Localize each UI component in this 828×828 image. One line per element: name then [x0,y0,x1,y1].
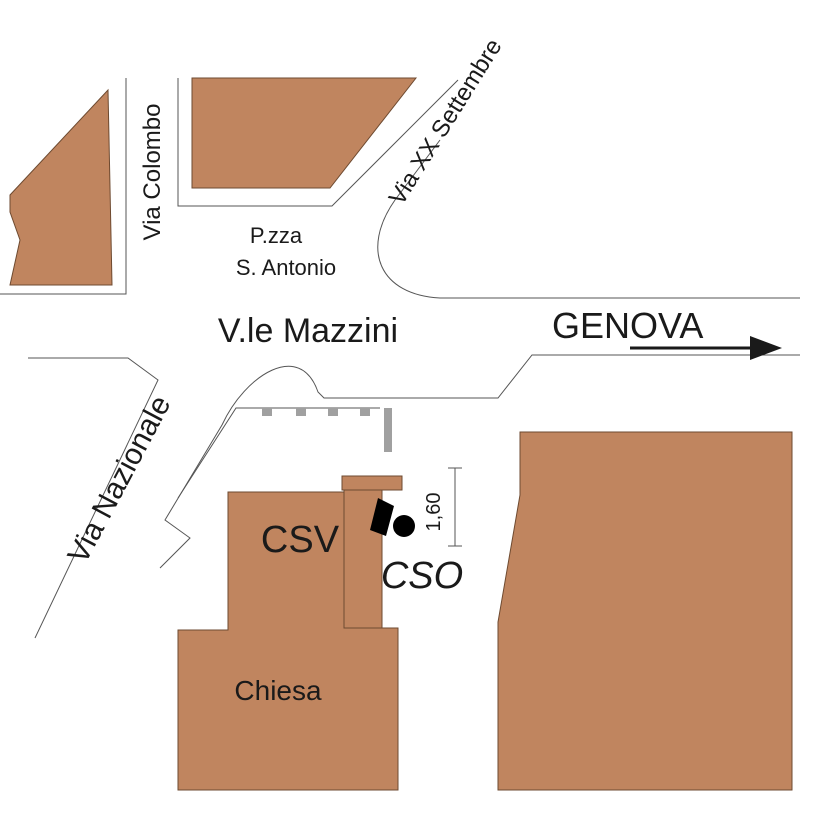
street-edge-xx-settembre [377,139,800,299]
camera-body [370,498,394,536]
street-edge-colombo-west [0,78,127,295]
bollard [328,408,338,416]
building-piazza [191,77,418,189]
street-lines [0,78,800,639]
dimension-label: 1,60 [423,493,445,532]
piazza-label-line1: P.zza [250,223,303,248]
street-label-via-xx-settembre: Via XX Settembre [384,34,508,210]
building-east [497,431,793,791]
street-label-viale-mazzini: V.le Mazzini [218,312,398,350]
bollards [262,408,392,452]
camera-lens [393,515,415,537]
bollard [296,408,306,416]
buildings [9,77,793,791]
piazza-label-line2: S. Antonio [236,255,336,280]
direction-label: GENOVA [552,305,703,346]
station-label-cso: CSO [381,555,463,597]
bollard [262,408,272,416]
street-edge-mazzini-south [159,354,800,569]
building-northwest [9,88,113,286]
street-edge-mazzini-west [28,357,159,639]
arrow-right-icon [630,336,782,360]
street-label-via-colombo: Via Colombo [139,104,166,241]
barrier-post [384,408,392,452]
street-edge-piazza [177,78,459,207]
building-csv-cap [341,475,403,491]
dimension-marker: 1,60 [423,467,462,547]
street-label-via-nazionale: Via Nazionale [62,390,178,568]
bollard [360,408,370,416]
direction-indicator: GENOVA [552,305,782,360]
building-label-chiesa: Chiesa [234,675,322,706]
building-label-csv: CSV [261,519,340,561]
camera-icon [370,498,415,537]
